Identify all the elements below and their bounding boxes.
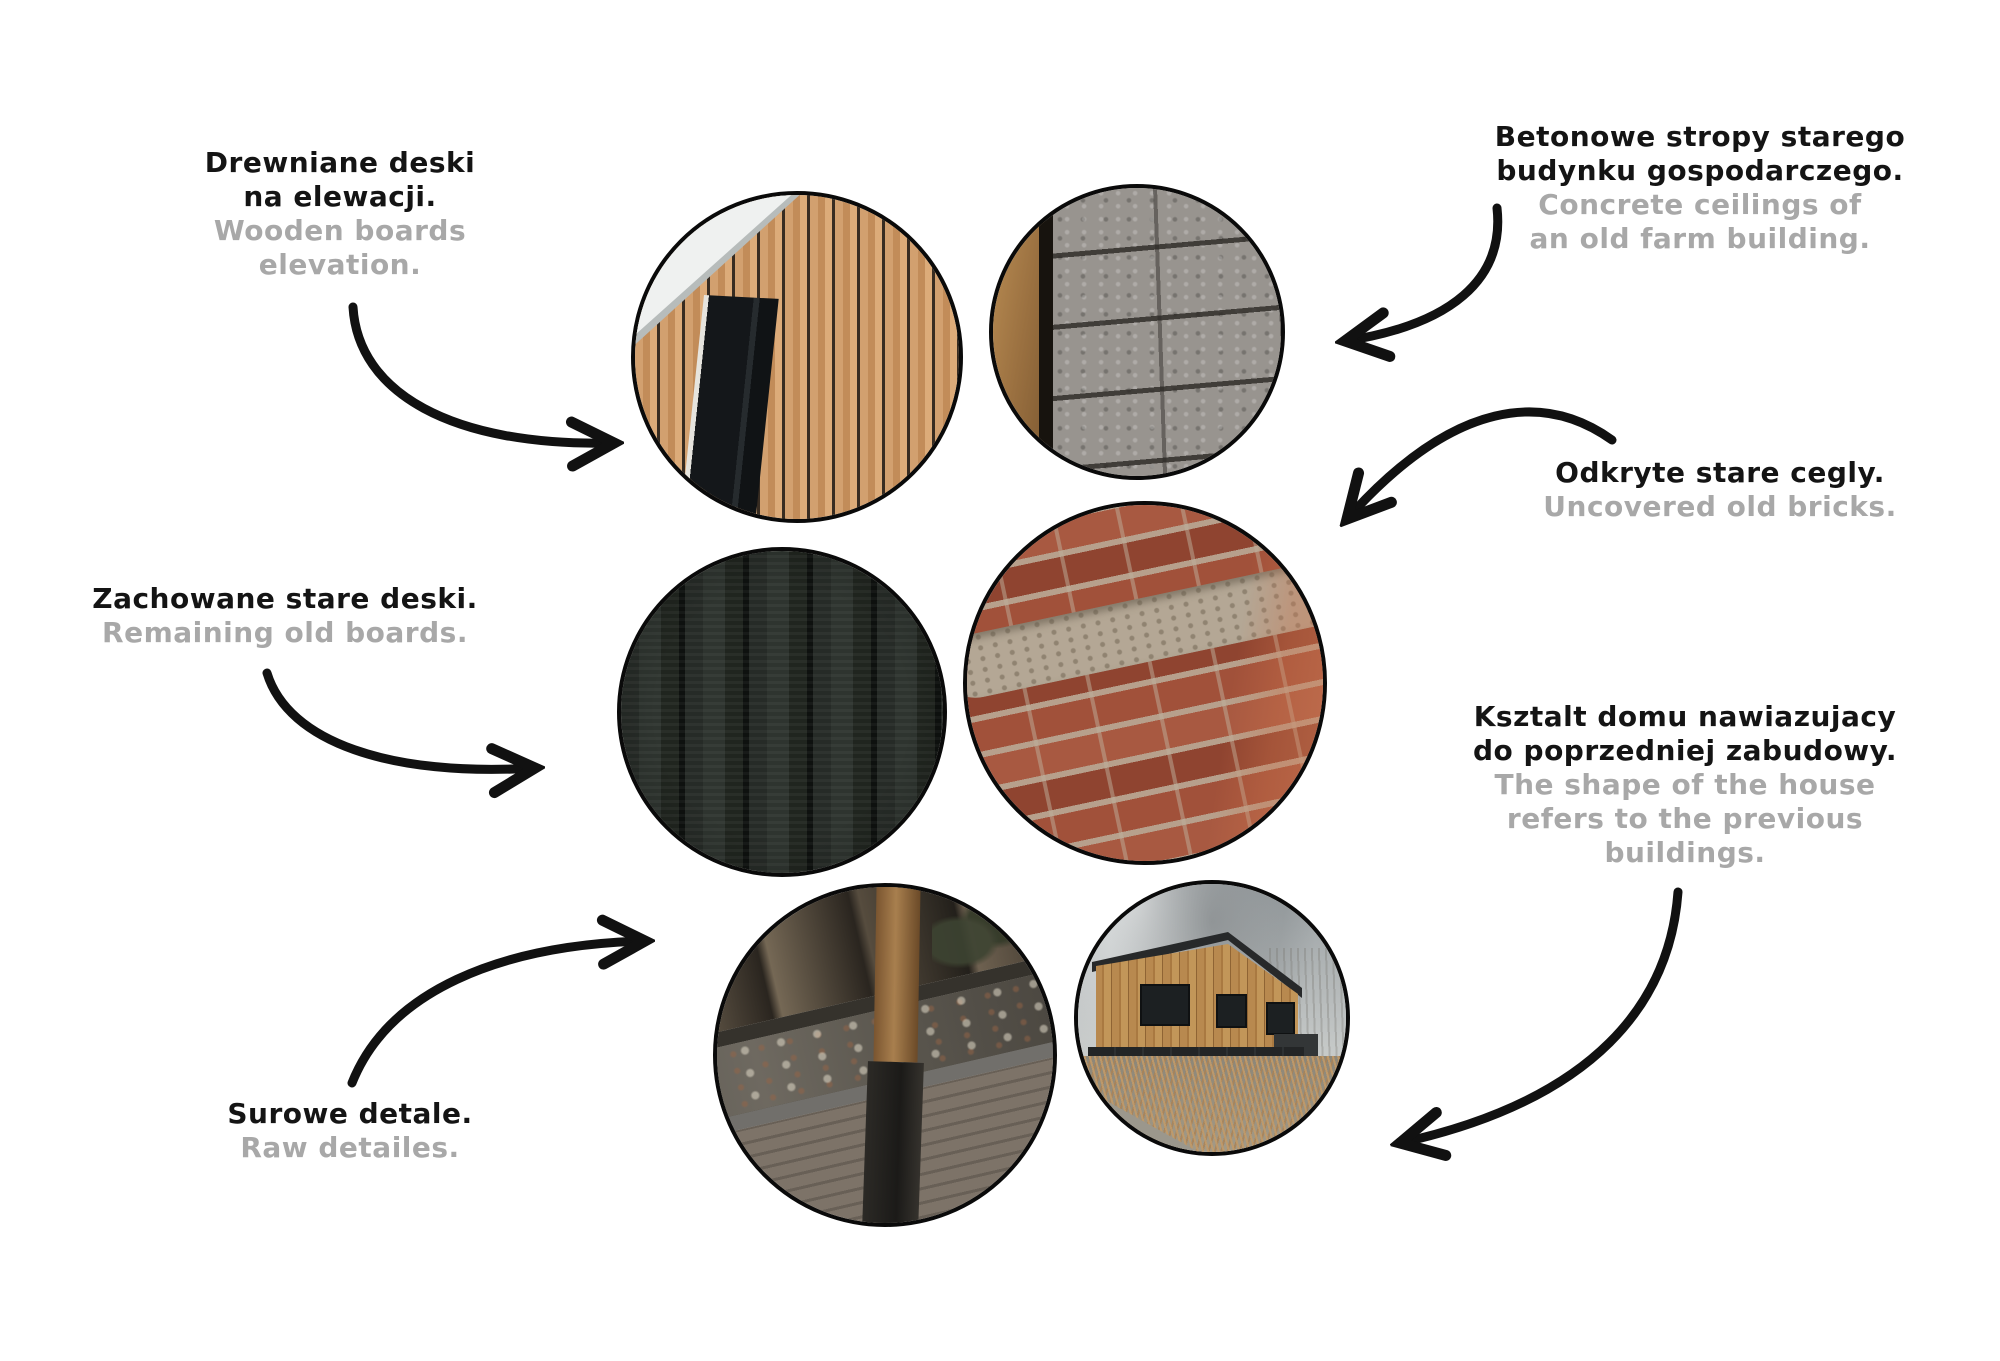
note-house-shape-en-line3: buildings.	[1604, 836, 1766, 869]
note-concrete-pl-line2: budynku gospodarczego.	[1496, 154, 1904, 187]
note-old-bricks-pl-line1: Odkryte stare cegly.	[1555, 456, 1885, 489]
note-concrete-en-line1: Concrete ceilings of	[1538, 188, 1862, 221]
note-old-bricks-en-line1: Uncovered old bricks.	[1543, 490, 1897, 523]
note-old-bricks: Odkryte stare cegly. Uncovered old brick…	[1495, 456, 1945, 524]
photo-concrete-circle	[989, 184, 1285, 480]
note-old-boards-pl-line1: Zachowane stare deski.	[92, 582, 478, 615]
note-raw-details: Surowe detale. Raw detailes.	[170, 1097, 530, 1165]
oak-strip	[993, 188, 1045, 476]
arrow-to-wood-facade-circle	[348, 302, 614, 443]
arrow-to-charred-boards-circle	[262, 668, 535, 769]
note-old-boards-en-line1: Remaining old boards.	[102, 616, 468, 649]
note-raw-details-en-line1: Raw detailes.	[240, 1131, 460, 1164]
house-window-2	[1216, 994, 1247, 1028]
vignette-overlay	[621, 551, 943, 873]
note-house-shape: Ksztalt domu nawiazujacy do poprzedniej …	[1450, 700, 1920, 870]
note-wooden-boards-en-line1: Wooden boards	[213, 214, 467, 247]
photo-steel-beam-circle	[713, 883, 1057, 1227]
house-window-3	[1266, 1002, 1295, 1035]
note-house-shape-en-line1: The shape of the house	[1494, 768, 1876, 801]
photo-charred-boards-circle	[617, 547, 947, 877]
photo-bricks-circle	[963, 501, 1327, 865]
dark-column	[861, 1060, 924, 1223]
note-house-shape-pl-line1: Ksztalt domu nawiazujacy	[1473, 700, 1897, 733]
arrow-to-steel-beam-circle	[347, 941, 645, 1088]
note-wooden-boards-pl-line2: na elewacji.	[243, 180, 437, 213]
dark-divider-bar	[1039, 188, 1053, 476]
note-wooden-boards-pl-line1: Drewniane deski	[204, 146, 476, 179]
note-concrete-pl-line1: Betonowe stropy starego	[1494, 120, 1906, 153]
plant-leaves	[932, 900, 1023, 971]
note-wooden-boards: Drewniane deski na elewacji. Wooden boar…	[140, 146, 540, 282]
house-window-1	[1140, 984, 1190, 1026]
wooden-post	[873, 887, 921, 1063]
note-concrete-en-line2: an old farm building.	[1529, 222, 1871, 255]
photo-house-circle	[1074, 880, 1350, 1156]
charred-planks-texture	[621, 551, 943, 873]
note-old-boards: Zachowane stare deski. Remaining old boa…	[85, 582, 485, 650]
note-house-shape-en-line2: refers to the previous	[1506, 802, 1864, 835]
concrete-texture	[1045, 188, 1281, 476]
note-wooden-boards-en-line2: elevation.	[258, 248, 422, 281]
arrow-to-house-circle	[1400, 887, 1683, 1143]
photo-wood-facade-circle	[631, 191, 963, 523]
note-concrete-ceilings: Betonowe stropy starego budynku gospodar…	[1475, 120, 1925, 256]
note-house-shape-pl-line2: do poprzedniej zabudowy.	[1473, 734, 1897, 767]
note-raw-details-pl-line1: Surowe detale.	[227, 1097, 473, 1130]
